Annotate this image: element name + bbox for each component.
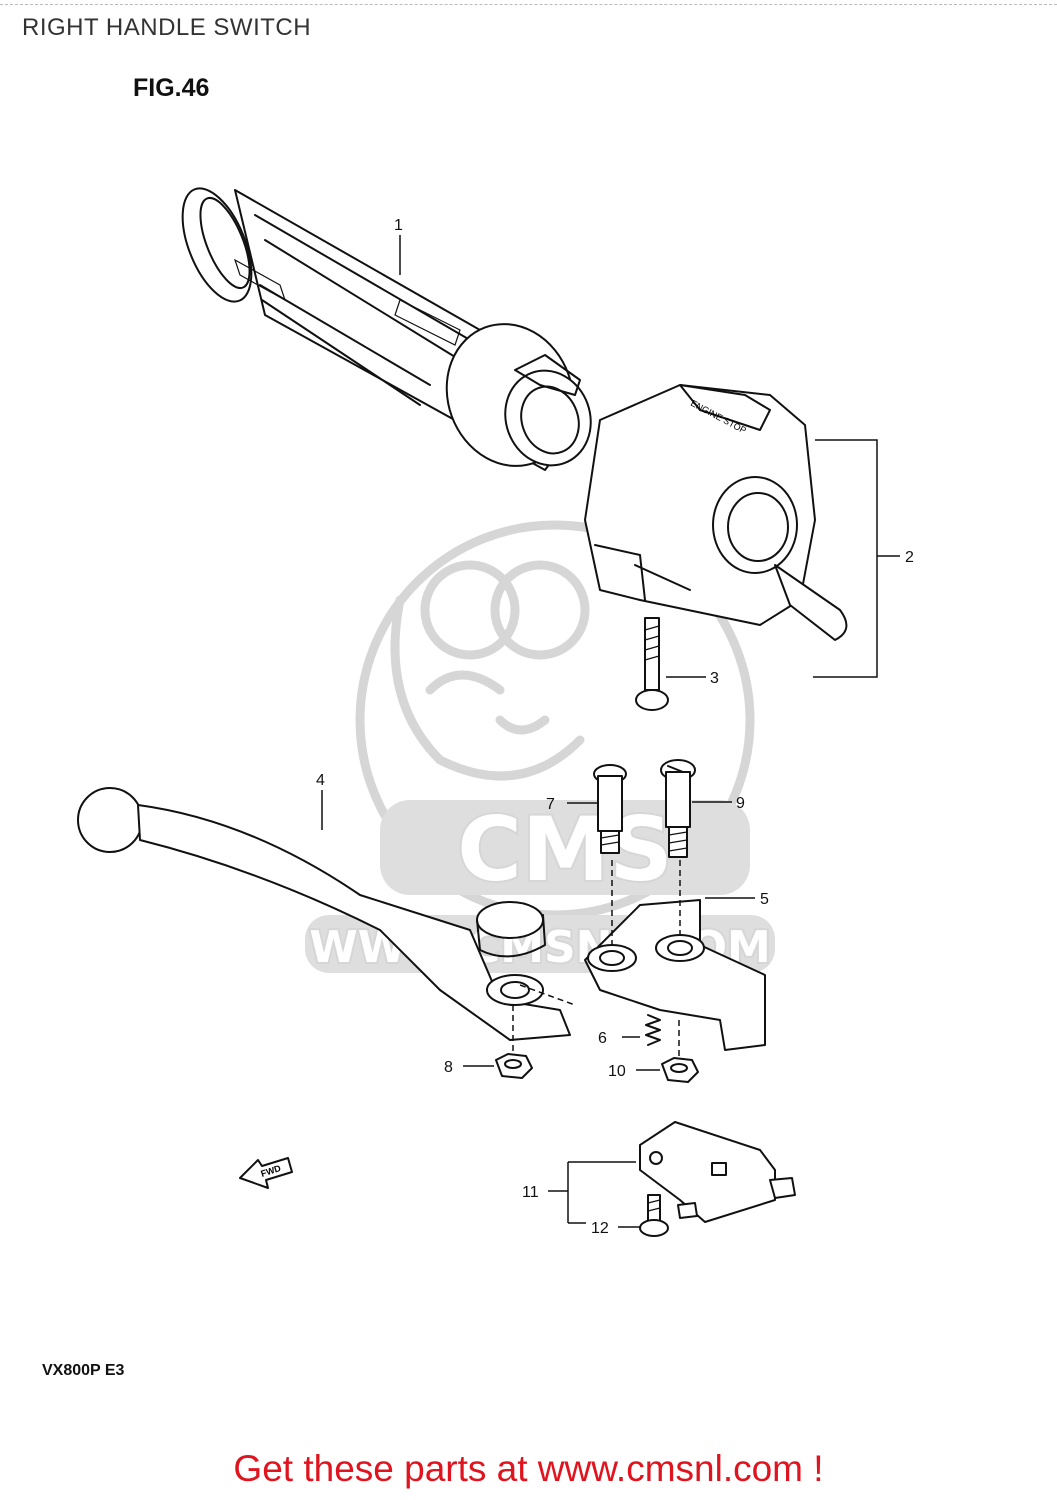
callout-9: 9 bbox=[736, 795, 745, 812]
callout-1: 1 bbox=[394, 217, 403, 234]
callout-numbers: 1 2 3 4 5 6 7 8 9 10 11 12 bbox=[316, 217, 914, 1237]
callout-11: 11 bbox=[522, 1184, 539, 1201]
lever-holder bbox=[584, 899, 766, 1051]
brake-lever bbox=[77, 787, 571, 1041]
callout-4: 4 bbox=[316, 772, 325, 789]
brake-light-switch bbox=[639, 1121, 796, 1223]
callout-2: 2 bbox=[905, 549, 914, 566]
callout-12: 12 bbox=[591, 1220, 609, 1237]
model-code-label: VX800P E3 bbox=[42, 1362, 125, 1379]
callout-7: 7 bbox=[546, 796, 555, 813]
nut-8 bbox=[495, 1053, 533, 1079]
throttle-grip bbox=[181, 187, 592, 471]
switch-housing: ENGINE STOP bbox=[584, 384, 848, 641]
switch-mount-screw bbox=[639, 1194, 669, 1237]
callout-10: 10 bbox=[608, 1063, 626, 1080]
cmsnl-parts-link[interactable]: Get these parts at www.cmsnl.com ! bbox=[233, 1448, 824, 1489]
callout-5: 5 bbox=[760, 891, 769, 908]
switch-screw bbox=[635, 617, 669, 711]
watermark-logo-text: CMS bbox=[457, 798, 673, 901]
adjuster-screw bbox=[660, 759, 696, 858]
pivot-bolt bbox=[593, 764, 627, 854]
callout-3: 3 bbox=[710, 670, 719, 687]
spring bbox=[645, 1014, 661, 1046]
callout-6: 6 bbox=[598, 1030, 607, 1047]
callout-8: 8 bbox=[444, 1059, 453, 1076]
figure-label: FIG.46 bbox=[133, 74, 210, 102]
fwd-arrow-icon: FWD bbox=[239, 1157, 293, 1189]
nut-10 bbox=[661, 1057, 699, 1083]
page-title: RIGHT HANDLE SWITCH bbox=[22, 14, 312, 41]
leader-lines bbox=[321, 235, 900, 1228]
top-dashed-rule bbox=[0, 4, 1057, 6]
